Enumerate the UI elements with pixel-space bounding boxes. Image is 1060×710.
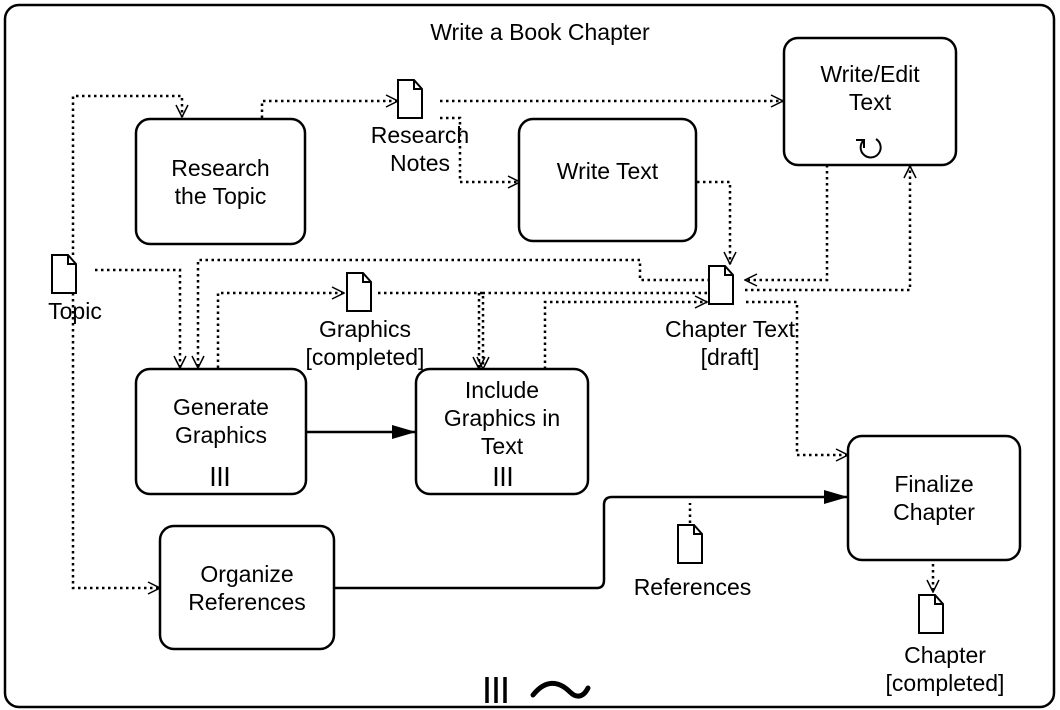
multi-instance-marker-icon: [494, 467, 512, 486]
task-finalize-label: Finalize Chapter: [848, 436, 1020, 560]
association-draft-finalize: [746, 300, 848, 455]
data-object-chapter[interactable]: [918, 594, 944, 634]
chapter-text-label: Chapter Text [draft]: [640, 315, 820, 371]
task-label-line: Text: [848, 89, 892, 115]
association-draft-writeedit: [745, 166, 910, 292]
multi-instance-marker-icon: [211, 467, 229, 486]
task-label-line: Chapter: [893, 499, 975, 525]
task-label-line: References: [188, 588, 306, 615]
research-notes-label: Research Notes: [350, 121, 490, 177]
task-research-label: Research the Topic: [136, 119, 305, 244]
association-generate-graphics: [216, 293, 344, 368]
task-generate[interactable]: [134, 367, 308, 496]
task-finalize[interactable]: [846, 434, 1022, 562]
topic-label: Topic: [48, 298, 102, 324]
references-label: References: [633, 574, 752, 600]
association-topic-generate: [95, 268, 180, 368]
task-organize[interactable]: [158, 524, 336, 651]
data-label-line: [draft]: [700, 344, 760, 370]
data-object-graphics[interactable]: [346, 272, 372, 312]
sequence-flows: [306, 425, 848, 590]
association-topic-organize: [71, 293, 160, 588]
data-object-references[interactable]: [677, 524, 703, 564]
task-label-line: Finalize: [894, 471, 974, 497]
task-label-line: Write/Edit: [820, 61, 920, 87]
association-notes-writetext: [440, 116, 520, 182]
graphics-label: Graphics [completed]: [285, 315, 445, 371]
task-label-line: Graphics: [174, 422, 268, 448]
task-write-text[interactable]: [517, 117, 698, 243]
ad-hoc-marker-icon: [530, 680, 591, 699]
data-label-line: Graphics: [318, 316, 412, 342]
data-label-line: Research: [370, 122, 470, 148]
data-object-chapter-text[interactable]: [708, 265, 734, 305]
task-organize-label: Organize References: [160, 526, 334, 649]
data-label-line: Chapter Text: [665, 316, 795, 342]
task-write-text-label: Write Text: [519, 119, 696, 223]
data-object-topic[interactable]: [51, 254, 77, 294]
process-title: Write a Book Chapter: [430, 19, 650, 45]
data-label-line: Notes: [389, 150, 451, 176]
task-include[interactable]: [414, 367, 590, 496]
association-writeedit-draft: [745, 165, 829, 280]
task-write-edit-label: Write/Edit Text: [784, 48, 956, 128]
data-label-line: [completed]: [305, 344, 425, 370]
association-topic-research: [71, 94, 182, 255]
task-label-line: the Topic: [174, 182, 267, 209]
data-label-line: Chapter: [904, 642, 986, 668]
process-multi-instance-icon: [485, 677, 507, 703]
task-label-line: Graphics in: [443, 405, 561, 431]
association-include-draft: [543, 302, 707, 369]
flow-organize-finalize: [334, 490, 848, 590]
data-label-line: [completed]: [885, 670, 1005, 696]
association-draft-include: [479, 291, 713, 369]
data-object-research-notes[interactable]: [397, 79, 423, 119]
task-label-line: Organize: [200, 560, 294, 587]
task-label-line: Include: [464, 377, 540, 403]
task-label-line: Research: [171, 154, 270, 181]
task-generate-label: Generate Graphics: [136, 376, 306, 466]
task-label-line: Text: [480, 433, 524, 459]
task-research[interactable]: [134, 117, 307, 246]
task-label-line: Generate: [173, 394, 269, 420]
association-draft-generate: [198, 258, 710, 368]
chapter-label: Chapter [completed]: [870, 641, 1020, 697]
task-include-label: Include Graphics in Text: [416, 373, 588, 463]
data-associations: [71, 94, 933, 592]
loop-marker-icon: [856, 138, 882, 159]
task-write-edit[interactable]: [782, 36, 958, 167]
task-label-line: Write Text: [556, 158, 659, 184]
